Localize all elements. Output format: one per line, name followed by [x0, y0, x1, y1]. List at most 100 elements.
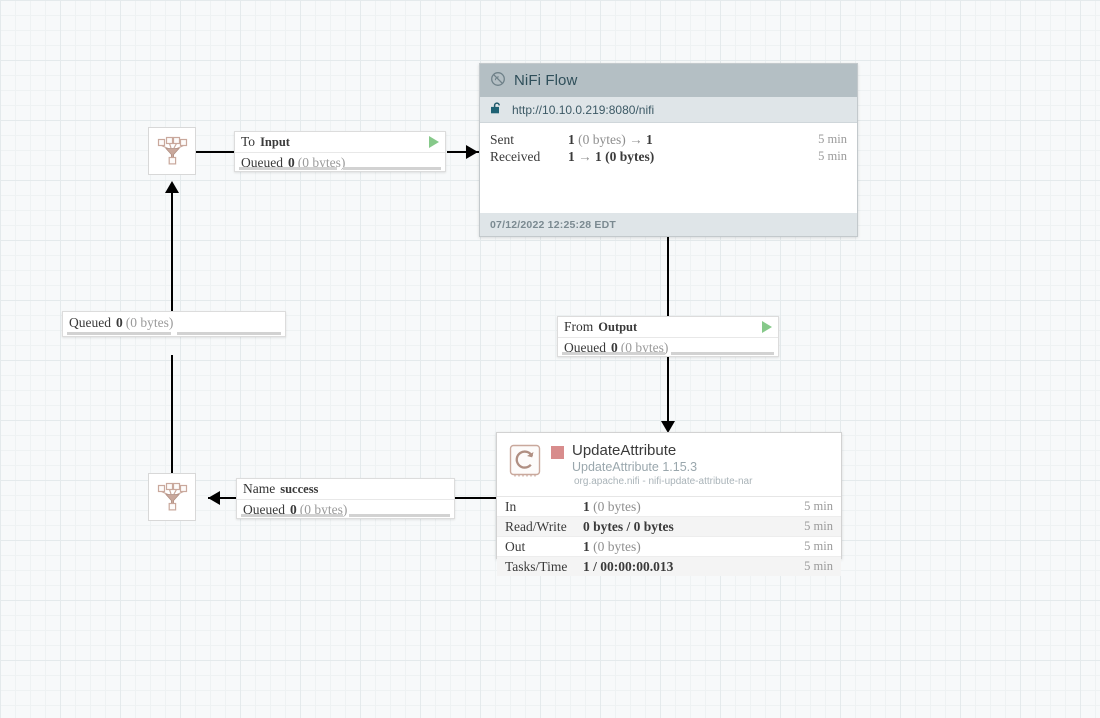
- funnel-icon: [155, 480, 189, 514]
- processor-row-readwrite: Read/Write 0 bytes / 0 bytes 5 min: [497, 517, 841, 537]
- queued-count-bar: [67, 332, 171, 335]
- arrowhead-to-nififlow: [466, 145, 478, 159]
- queued-progress-bars: [67, 332, 281, 335]
- update-attribute-icon: [507, 442, 543, 478]
- processor-type: UpdateAttribute 1.15.3: [572, 460, 698, 474]
- rpg-timestamp: 07/12/2022 12:25:28 EDT: [480, 213, 857, 236]
- connection-header-row: Name success: [237, 479, 454, 500]
- queued-count: 0: [610, 340, 618, 355]
- processor-readwrite-time: 5 min: [804, 519, 833, 533]
- stopped-square-icon: [551, 446, 564, 459]
- queued-bytes: (0 bytes): [620, 340, 669, 355]
- funnel-node-top[interactable]: [148, 127, 196, 175]
- processor-readwrite-value: 0 bytes / 0 bytes: [583, 518, 674, 534]
- connection-value-label: Output: [598, 320, 638, 334]
- processor-bundle: org.apache.nifi - nifi-update-attribute-…: [574, 476, 753, 487]
- funnel-node-bottom[interactable]: [148, 473, 196, 521]
- queued-label: Queued: [69, 315, 111, 330]
- processor-row-tasks: Tasks/Time 1 / 00:00:00.013 5 min: [497, 557, 841, 576]
- queued-count: 0: [287, 155, 295, 170]
- processor-row-in: In 1 (0 bytes) 5 min: [497, 497, 841, 517]
- remote-process-group[interactable]: NiFi Flow http://10.10.0.219:8080/nifi S…: [479, 63, 858, 237]
- processor-readwrite-label: Read/Write: [505, 518, 567, 534]
- connection-header-row: From Output: [558, 317, 778, 338]
- queued-count-bar: [239, 167, 337, 170]
- connector-input-to-nififlow: [447, 151, 479, 153]
- processor-in-label: In: [505, 498, 517, 514]
- arrowhead-to-bottom-funnel: [208, 491, 220, 505]
- rpg-uri-text: http://10.10.0.219:8080/nifi: [512, 102, 655, 117]
- processor-tasks-value: 1 / 00:00:00.013: [583, 558, 674, 574]
- queued-progress-bars: [241, 514, 450, 517]
- connector-success-to-funnel: [208, 497, 236, 499]
- rpg-received-label: Received: [490, 148, 541, 164]
- queued-size-bar: [671, 352, 774, 355]
- queued-size-bar: [177, 332, 281, 335]
- connection-value-label: success: [280, 482, 319, 496]
- processor-in-time: 5 min: [804, 499, 833, 513]
- connection-value-label: Input: [260, 135, 290, 149]
- queued-progress-bars: [239, 167, 441, 170]
- processor-meta: UpdateAttribute UpdateAttribute 1.15.3 o…: [572, 442, 831, 489]
- connector-left-queued-up: [171, 183, 173, 313]
- connection-queued-row: Queued 0 (0 bytes): [237, 500, 454, 519]
- queued-bytes: (0 bytes): [299, 502, 348, 517]
- arrowhead-to-processor: [661, 421, 675, 433]
- unlocked-padlock-icon: [490, 101, 504, 118]
- queued-bytes: (0 bytes): [125, 315, 174, 330]
- queued-label: Queued: [241, 155, 283, 170]
- queued-count: 0: [289, 502, 297, 517]
- queued-progress-bars: [562, 352, 774, 355]
- rpg-sent-time: 5 min: [818, 132, 847, 146]
- processor-tasks-label: Tasks/Time: [505, 558, 568, 574]
- processor-out-time: 5 min: [804, 539, 833, 553]
- rpg-stats: Sent 1 (0 bytes) → 1 5 min Received 1 → …: [480, 123, 857, 165]
- connection-queued-row: Queued 0 (0 bytes): [558, 338, 778, 357]
- queued-label: Queued: [564, 340, 606, 355]
- queued-size-bar: [348, 514, 450, 517]
- play-triangle-icon[interactable]: [762, 321, 772, 333]
- rpg-sent-label: Sent: [490, 131, 515, 147]
- queued-count-bar: [241, 514, 343, 517]
- no-transmission-icon: [490, 71, 506, 91]
- connection-key-label: From: [564, 319, 594, 334]
- processor-in-value: 1 (0 bytes): [583, 498, 641, 514]
- connection-label-from-output[interactable]: From Output Queued 0 (0 bytes): [557, 316, 779, 357]
- connection-label-name-success[interactable]: Name success Queued 0 (0 bytes): [236, 478, 455, 519]
- processor-out-value: 1 (0 bytes): [583, 538, 641, 554]
- connection-queued-row: Queued 0 (0 bytes): [63, 312, 285, 334]
- connection-label-to-input[interactable]: To Input Queued 0 (0 bytes): [234, 131, 446, 172]
- arrowhead-to-top-funnel: [165, 181, 179, 193]
- play-triangle-icon[interactable]: [429, 136, 439, 148]
- rpg-uri-bar: http://10.10.0.219:8080/nifi: [480, 97, 857, 123]
- queued-bytes: (0 bytes): [297, 155, 346, 170]
- connection-queued-row: Queued 0 (0 bytes): [235, 153, 445, 172]
- connector-bottom-funnel-up: [171, 355, 173, 475]
- queued-label: Queued: [243, 502, 285, 517]
- funnel-icon: [155, 134, 189, 168]
- processor-header: UpdateAttribute UpdateAttribute 1.15.3 o…: [497, 433, 841, 497]
- connector-processor-to-funnel: [455, 497, 497, 499]
- connection-label-left-queued[interactable]: Queued 0 (0 bytes): [62, 311, 286, 337]
- connection-header-row: To Input: [235, 132, 445, 153]
- connector-nififlow-to-output: [667, 237, 669, 316]
- rpg-title: NiFi Flow: [514, 72, 578, 89]
- rpg-received-row: Received 1 → 1 (0 bytes) 5 min: [480, 148, 857, 165]
- connection-key-label: Name: [243, 481, 276, 496]
- queued-count: 0: [115, 315, 123, 330]
- rpg-header: NiFi Flow: [480, 64, 857, 97]
- processor-tasks-time: 5 min: [804, 559, 833, 573]
- processor-name: UpdateAttribute: [572, 442, 677, 459]
- rpg-received-time: 5 min: [818, 149, 847, 163]
- processor-update-attribute[interactable]: UpdateAttribute UpdateAttribute 1.15.3 o…: [496, 432, 842, 576]
- rpg-received-value: 1 → 1 (0 bytes): [568, 148, 655, 164]
- queued-count-bar: [562, 352, 665, 355]
- connector-funnel-to-input: [196, 151, 236, 153]
- queued-size-bar: [343, 167, 441, 170]
- processor-out-label: Out: [505, 538, 526, 554]
- connection-key-label: To: [241, 134, 256, 149]
- rpg-sent-value: 1 (0 bytes) → 1: [568, 131, 653, 147]
- processor-row-out: Out 1 (0 bytes) 5 min: [497, 537, 841, 557]
- connector-output-to-processor: [667, 356, 669, 431]
